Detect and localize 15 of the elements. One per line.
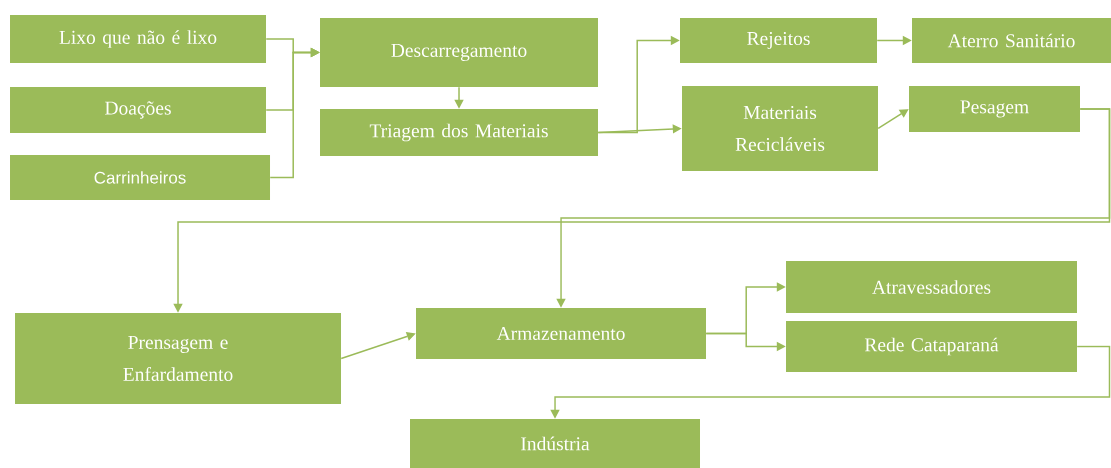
process-box: Atravessadores <box>786 261 1077 313</box>
process-box: Materiais Recicláveis <box>682 86 878 171</box>
arrow <box>877 109 909 130</box>
process-box: Triagem dos Materiais <box>320 109 598 156</box>
process-box: Carrinheiros <box>10 155 270 200</box>
process-box: Armazenamento <box>416 308 706 359</box>
process-box: Rede Cataparaná <box>786 321 1077 372</box>
process-box: Doações <box>10 87 266 133</box>
process-box: Pesagem <box>909 86 1080 132</box>
process-box: Lixo que não é lixo <box>10 15 266 63</box>
process-box: Rejeitos <box>680 18 877 63</box>
process-box: Indústria <box>410 419 700 468</box>
process-box: Descarregamento <box>320 18 598 87</box>
process-box: Aterro Sanitário <box>912 18 1111 63</box>
process-box: Prensagem e Enfardamento <box>15 313 341 404</box>
